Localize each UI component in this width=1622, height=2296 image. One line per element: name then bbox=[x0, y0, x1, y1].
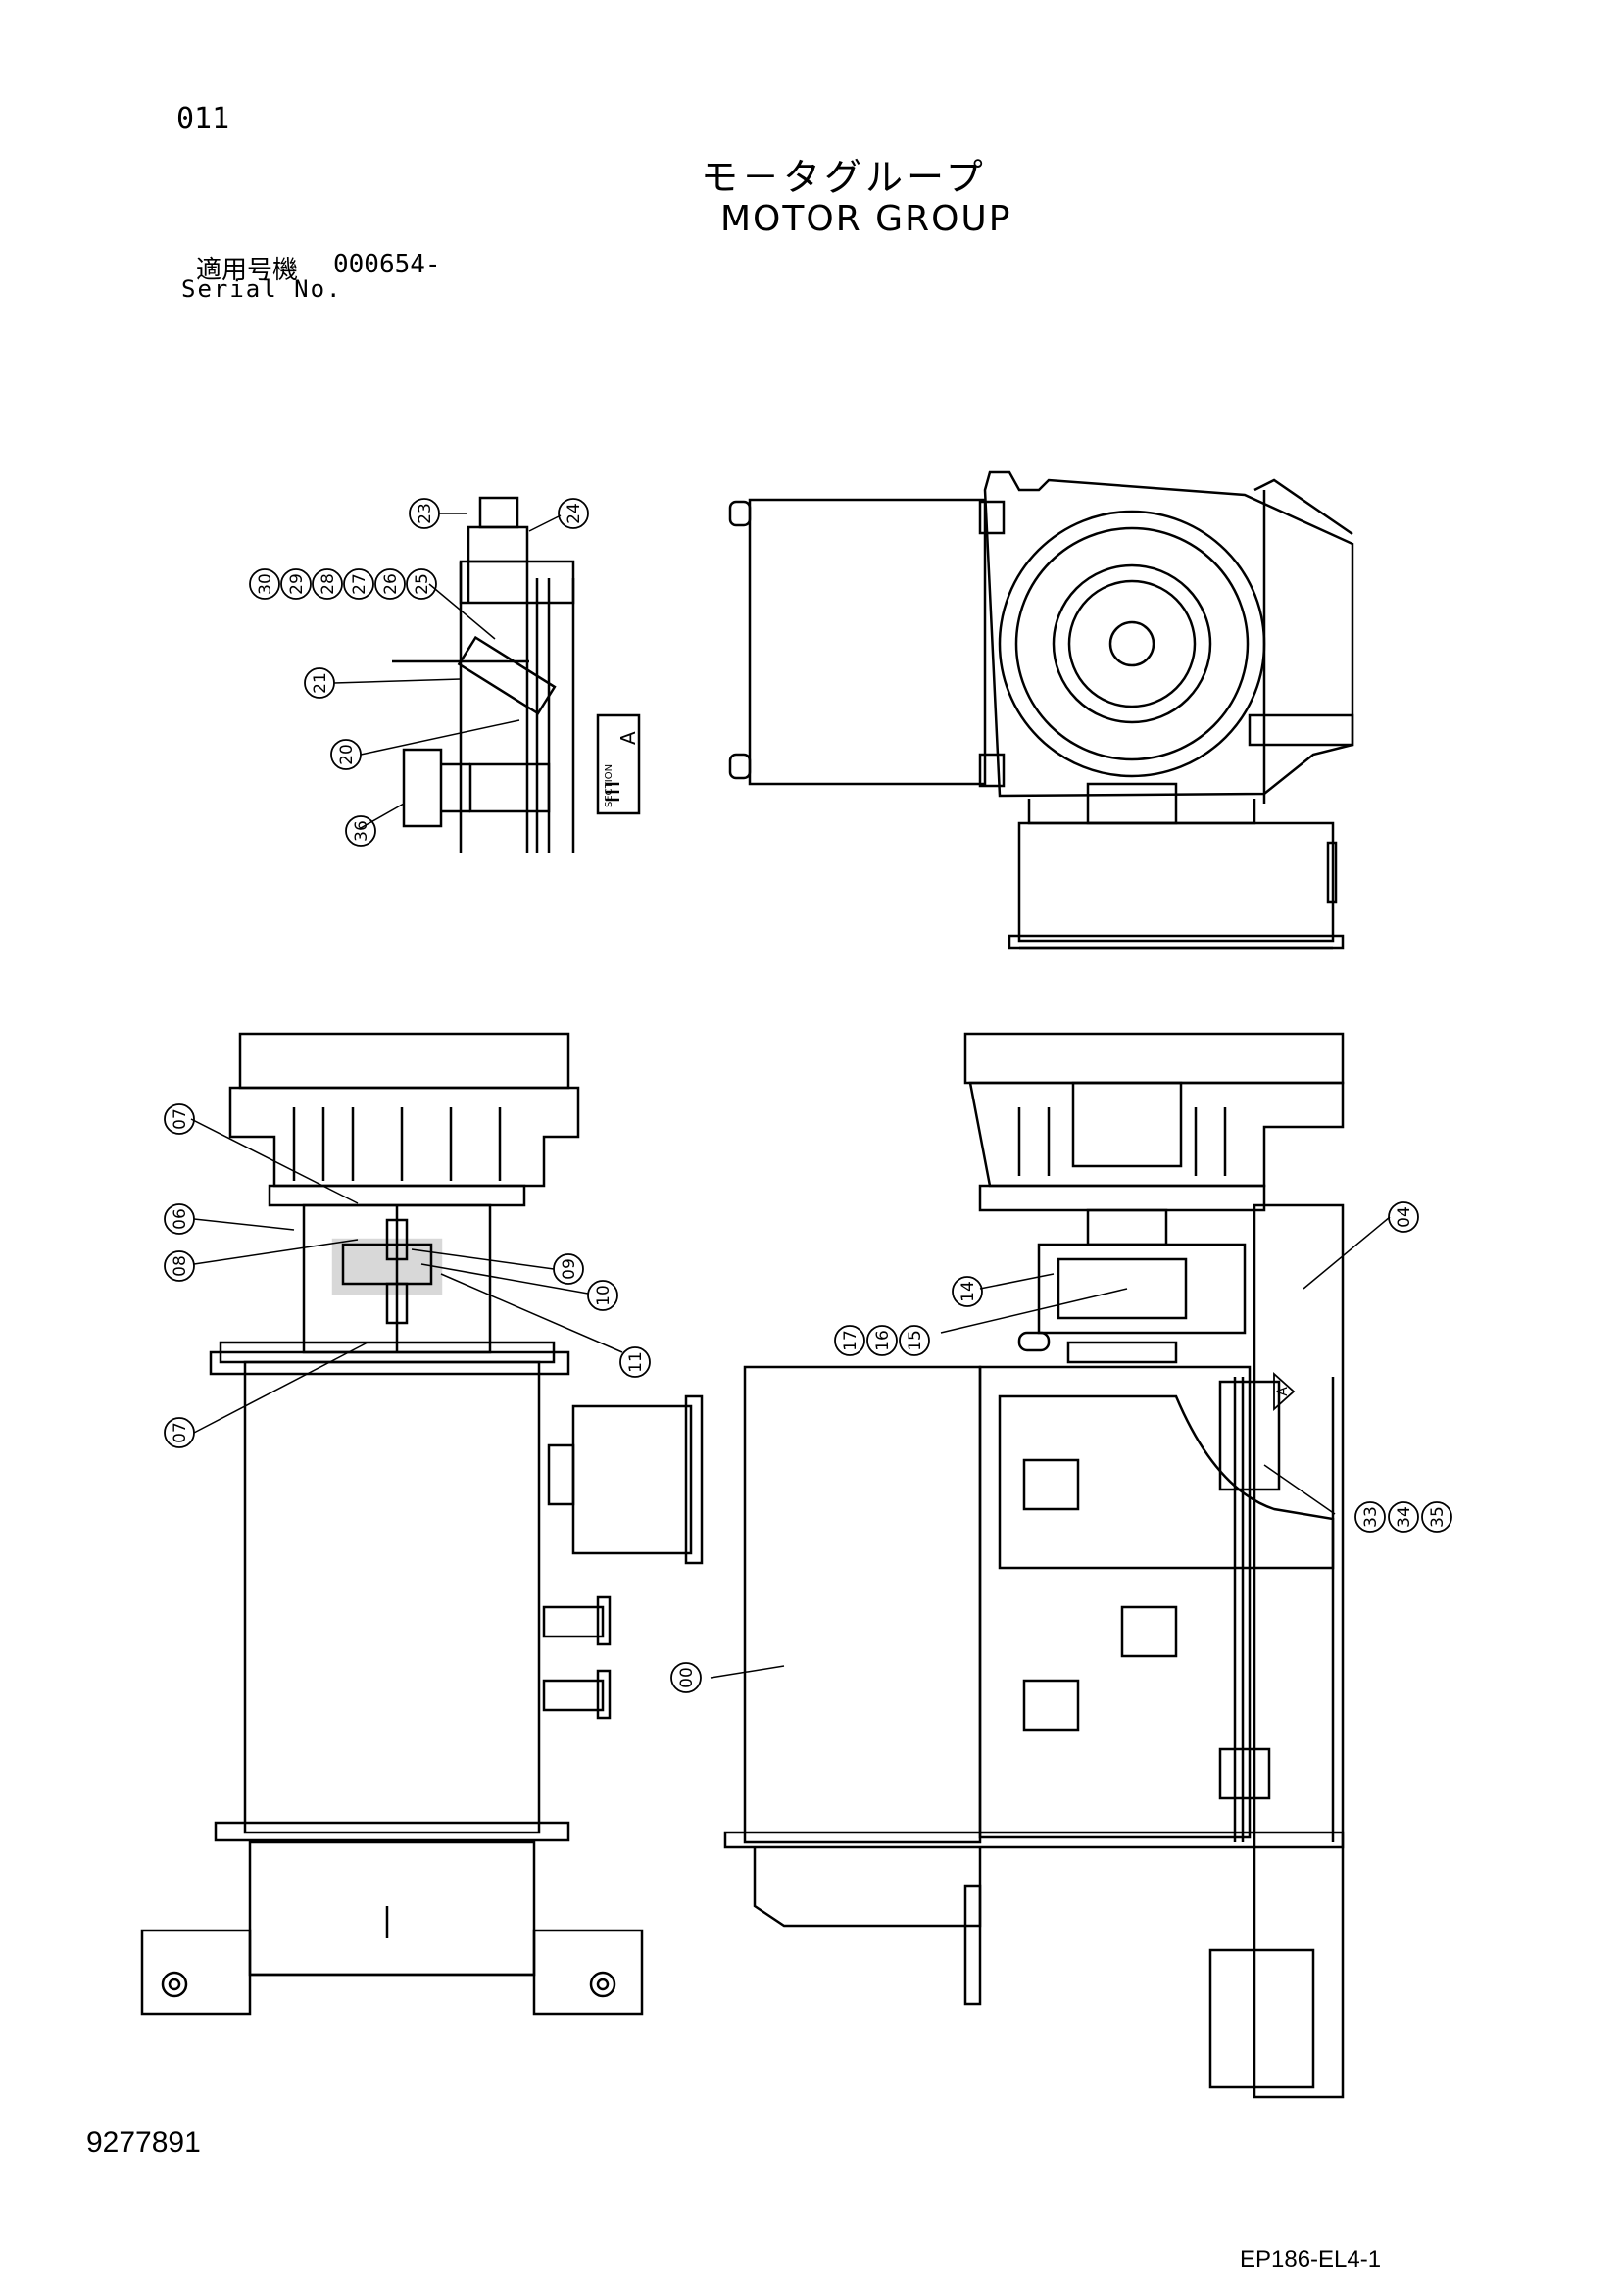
callout-17: 17 bbox=[841, 1330, 860, 1351]
serial-label-japanese: 適用号機 bbox=[196, 256, 299, 285]
callout-33: 33 bbox=[1361, 1506, 1381, 1528]
callout-10: 10 bbox=[594, 1285, 614, 1306]
callout-00: 00 bbox=[677, 1667, 697, 1688]
callout-bubbles bbox=[164, 498, 1452, 1693]
section-arrow-label: A bbox=[1275, 1387, 1291, 1396]
callout-27: 27 bbox=[350, 573, 369, 595]
callout-07-upper: 07 bbox=[171, 1108, 190, 1130]
callout-08: 08 bbox=[171, 1255, 190, 1277]
callout-34: 34 bbox=[1395, 1506, 1414, 1528]
title-english: MOTOR GROUP bbox=[720, 199, 1012, 239]
callout-06: 06 bbox=[171, 1208, 190, 1230]
callout-04: 04 bbox=[1395, 1206, 1414, 1228]
callout-29: 29 bbox=[287, 573, 307, 595]
callout-20: 20 bbox=[337, 744, 357, 765]
callout-15: 15 bbox=[906, 1330, 925, 1351]
detail-section-view bbox=[392, 496, 641, 853]
motor-side-view-left bbox=[140, 1032, 704, 2016]
callout-24: 24 bbox=[565, 503, 584, 524]
callout-21: 21 bbox=[311, 672, 330, 694]
callout-16: 16 bbox=[873, 1330, 893, 1351]
document-number: 9277891 bbox=[86, 2126, 201, 2159]
callout-25: 25 bbox=[413, 573, 432, 595]
callout-36: 36 bbox=[352, 820, 371, 842]
section-view-tag: SECTION bbox=[604, 764, 614, 807]
drawing-code: EP186-EL4-1 bbox=[1240, 2246, 1382, 2272]
serial-label-english: Serial No. bbox=[181, 275, 343, 303]
serial-number-value: 000654- bbox=[333, 250, 441, 279]
callout-23: 23 bbox=[416, 503, 435, 524]
callout-numbers: 23 24 30 29 28 27 26 25 21 20 36 07 06 0… bbox=[171, 503, 1448, 1688]
callout-28: 28 bbox=[319, 573, 338, 595]
motor-front-view-right bbox=[723, 1032, 1345, 2099]
callout-11: 11 bbox=[626, 1351, 646, 1373]
callout-leaders bbox=[190, 513, 1391, 1679]
callout-30: 30 bbox=[256, 573, 275, 595]
section-view-label: A bbox=[616, 731, 640, 745]
motor-end-view bbox=[728, 470, 1354, 950]
callout-07-lower: 07 bbox=[171, 1422, 190, 1443]
callout-09: 09 bbox=[560, 1258, 579, 1280]
callout-35: 35 bbox=[1428, 1506, 1448, 1528]
callout-14: 14 bbox=[958, 1281, 978, 1302]
callout-26: 26 bbox=[381, 573, 401, 595]
title-japanese: モ－タグループ bbox=[701, 156, 987, 199]
page-number: 011 bbox=[176, 102, 230, 136]
